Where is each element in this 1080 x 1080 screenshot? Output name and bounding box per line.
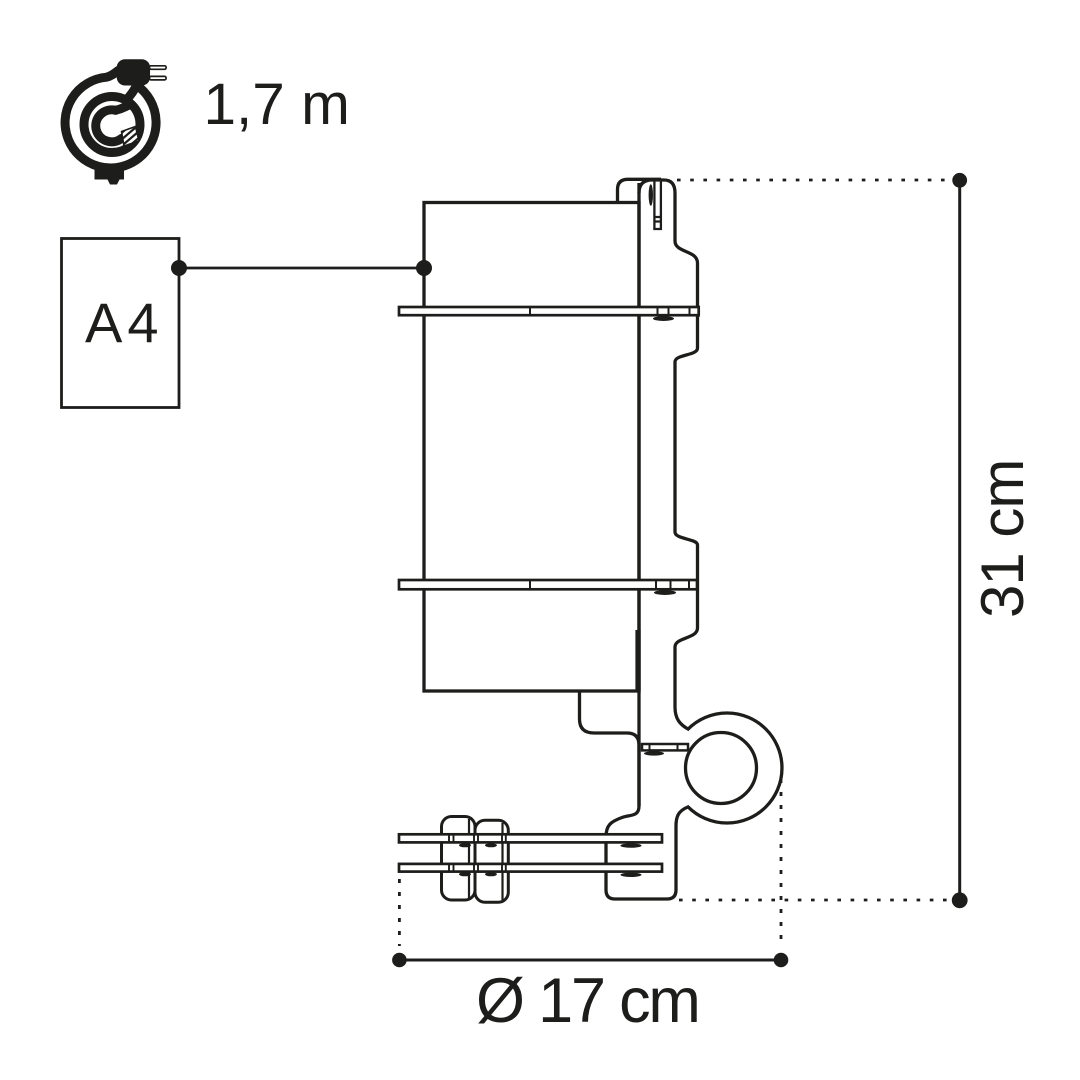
svg-text:Ø 17 cm: Ø 17 cm xyxy=(476,966,699,1036)
svg-text:A4: A4 xyxy=(85,291,164,354)
svg-text:1,7 m: 1,7 m xyxy=(204,72,350,137)
svg-text:31 cm: 31 cm xyxy=(969,460,1036,618)
